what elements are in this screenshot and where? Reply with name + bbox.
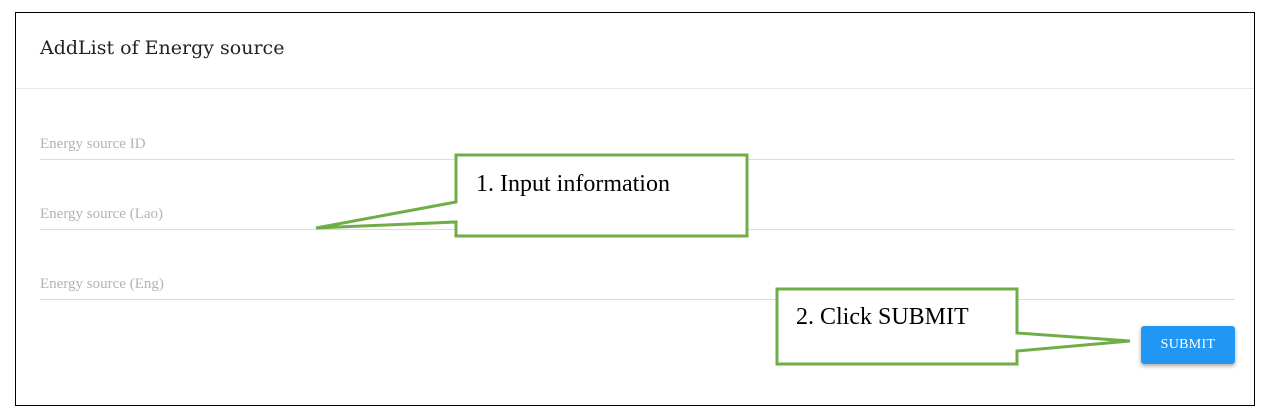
energy-source-eng-field — [40, 256, 1235, 300]
page-title: AddList of Energy source — [40, 37, 285, 59]
energy-source-id-input[interactable] — [40, 136, 1235, 153]
energy-source-lao-input[interactable] — [40, 206, 1235, 223]
callout-step2-text: 2. Click SUBMIT — [796, 304, 969, 330]
energy-source-eng-input[interactable] — [40, 276, 1235, 293]
card-header: AddList of Energy source — [16, 13, 1254, 89]
add-energy-source-card: AddList of Energy source SUBMIT — [15, 12, 1255, 406]
energy-source-id-field — [40, 116, 1235, 160]
callout-step1-text: 1. Input information — [476, 171, 670, 197]
submit-button[interactable]: SUBMIT — [1141, 326, 1235, 364]
